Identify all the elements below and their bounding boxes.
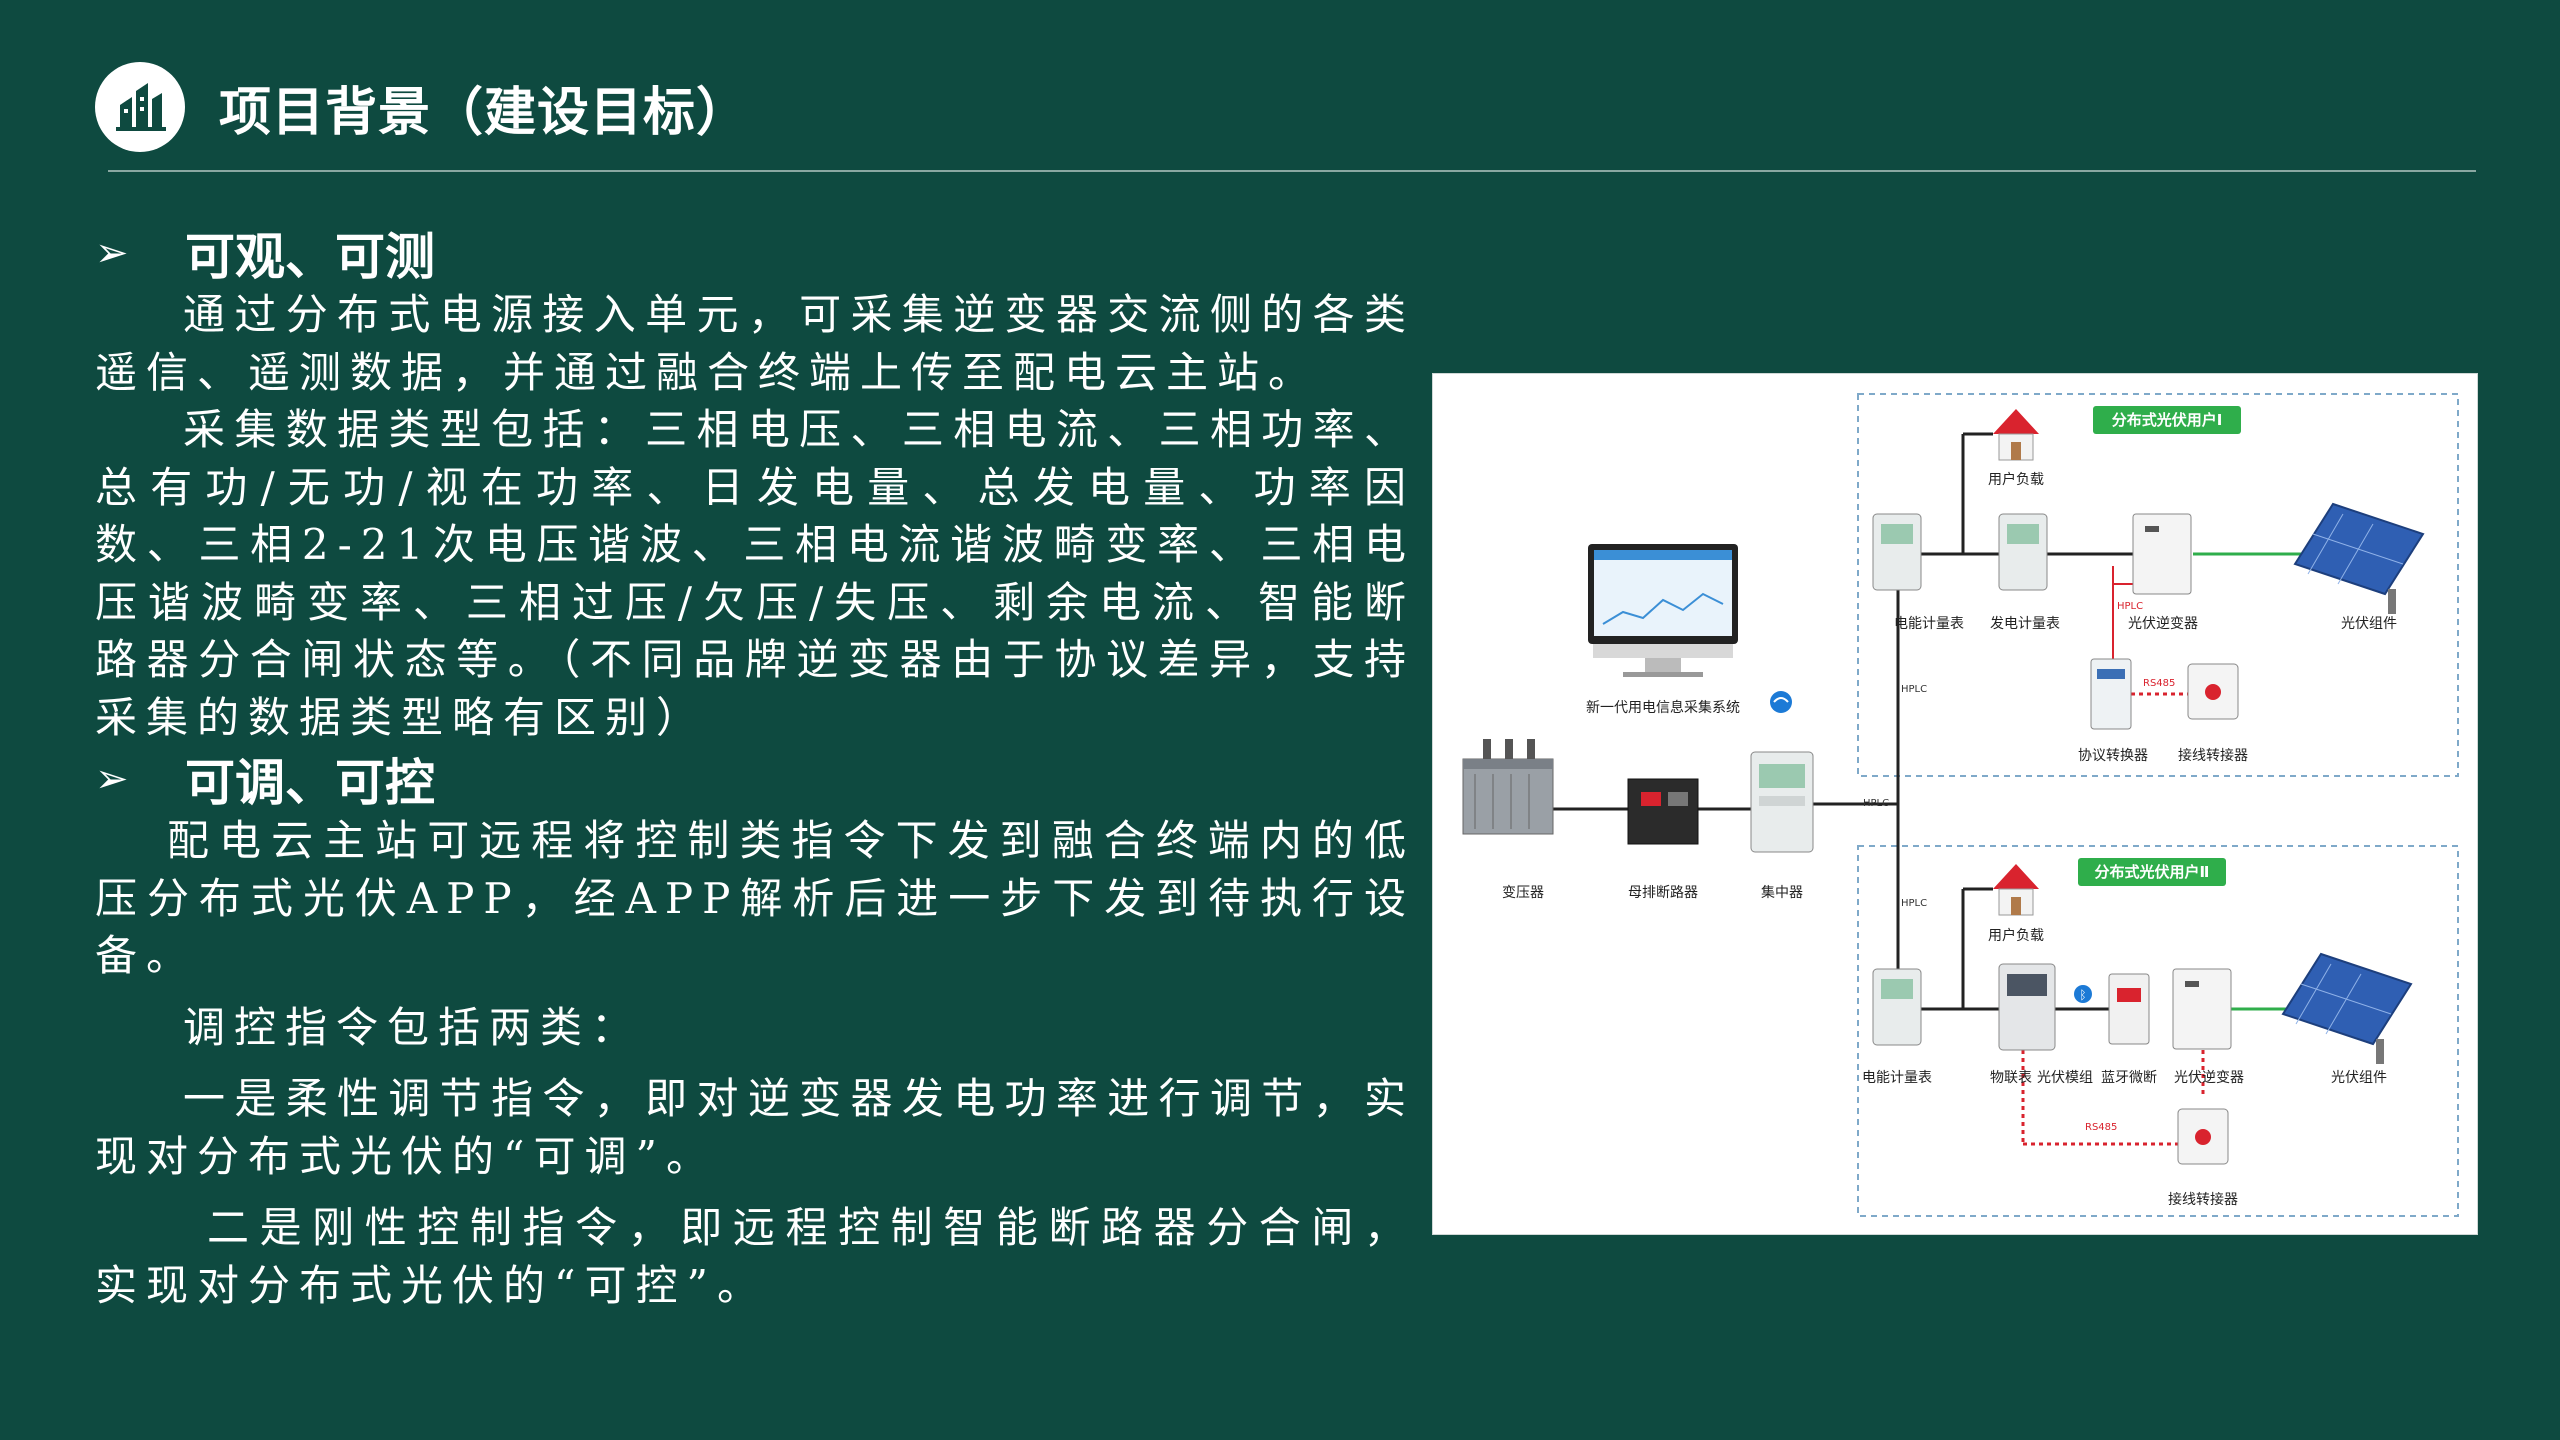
svg-text:光伏模组: 光伏模组 <box>2037 1070 2093 1086</box>
junction-adapter-icon <box>2187 663 2239 720</box>
main-text: ➢ 可观、可测 通过分布式电源接入单元，可采集逆变器交流侧的各类遥信、遥测数据，… <box>95 220 1415 1314</box>
transformer-icon <box>1462 739 1554 835</box>
meter-icon <box>1872 968 1922 1046</box>
svg-text:电能计量表: 电能计量表 <box>1894 616 1964 632</box>
svg-text:光伏组件: 光伏组件 <box>2341 616 2397 632</box>
svg-text:光伏逆变器: 光伏逆变器 <box>2174 1070 2244 1086</box>
svg-text:变压器: 变压器 <box>1502 885 1544 901</box>
paragraph: 二是刚性控制指令，即远程控制智能断路器分合闸，实现对分布式光伏的“可控”。 <box>95 1203 1415 1310</box>
svg-text:集中器: 集中器 <box>1761 884 1803 901</box>
section-heading-label: 可观、可测 <box>185 228 435 286</box>
group-tag-1-label: 分布式光伏用户Ⅰ <box>2112 411 2223 429</box>
group-frame-1 <box>1857 393 2459 777</box>
svg-text:协议转换器: 协议转换器 <box>2078 747 2148 764</box>
paragraph: 配电云主站可远程将控制类指令下发到融合终端内的低压分布式光伏APP，经APP解析… <box>95 816 1415 980</box>
svg-text:接线转接器: 接线转接器 <box>2178 747 2248 764</box>
svg-text:母排断路器: 母排断路器 <box>1628 885 1698 901</box>
svg-text:HPLC: HPLC <box>2117 601 2143 612</box>
group-tag-1 <box>2093 406 2241 434</box>
svg-text:ᛒ: ᛒ <box>2079 988 2086 1002</box>
section-heading-observe: ➢ 可观、可测 <box>95 220 1415 286</box>
svg-text:HPLC: HPLC <box>1901 898 1927 909</box>
meter-icon <box>1872 513 1922 591</box>
svg-text:光伏逆变器: 光伏逆变器 <box>2128 616 2198 632</box>
protocol-converter-icon <box>2090 658 2132 730</box>
bt-breaker-icon <box>2108 973 2150 1045</box>
monitor-icon <box>1588 544 1738 677</box>
breaker-icon <box>1627 778 1699 845</box>
solar-panel-icon <box>2293 502 2425 614</box>
svg-text:物联表: 物联表 <box>1990 1070 2032 1086</box>
inverter-icon <box>2172 968 2232 1050</box>
svg-text:蓝牙微断: 蓝牙微断 <box>2101 1070 2157 1086</box>
arrow-bullet-icon: ➢ <box>95 756 129 802</box>
svg-text:用户负载: 用户负载 <box>1988 927 2044 944</box>
header-divider <box>108 170 2476 172</box>
concentrator-icon <box>1750 751 1814 853</box>
building-chart-icon <box>95 62 185 152</box>
iot-meter-icon <box>1998 963 2056 1051</box>
junction-adapter-icon <box>2177 1108 2229 1165</box>
svg-text:接线转接器: 接线转接器 <box>2168 1191 2238 1208</box>
page-header: 项目背景（建设目标） <box>95 62 749 152</box>
section-heading-control: ➢ 可调、可控 <box>95 746 1415 812</box>
section-heading-label: 可调、可控 <box>185 754 435 812</box>
paragraph: 通过分布式电源接入单元，可采集逆变器交流侧的各类遥信、遥测数据，并通过融合终端上… <box>95 290 1415 397</box>
svg-text:新一代用电信息采集系统: 新一代用电信息采集系统 <box>1586 699 1740 716</box>
group-tag-2-label: 分布式光伏用户Ⅱ <box>2095 863 2210 881</box>
svg-text:电能计量表: 电能计量表 <box>1862 1070 1932 1086</box>
svg-text:RS485: RS485 <box>2143 678 2175 689</box>
svg-text:HPLC: HPLC <box>1863 798 1889 809</box>
bluetooth-icon: ᛒ <box>2074 985 2092 1003</box>
house-icon <box>1993 864 2039 916</box>
group-frame-2 <box>1857 845 2459 1217</box>
svg-text:用户负载: 用户负载 <box>1988 471 2044 488</box>
svg-text:HPLC: HPLC <box>1901 684 1927 695</box>
paragraph: 调控指令包括两类： <box>183 1002 643 1052</box>
inverter-icon <box>2132 513 2192 595</box>
page-title: 项目背景（建设目标） <box>219 82 750 143</box>
paragraph: 采集数据类型包括：三相电压、三相电流、三相功率、总有功/无功/视在功率、日发电量… <box>95 405 1415 742</box>
system-diagram: 分布式光伏用户Ⅰ 分布式光伏用户Ⅱ HPLC HPLC HPLC HPLC RS… <box>1432 373 2478 1235</box>
svg-text:光伏组件: 光伏组件 <box>2331 1070 2387 1086</box>
paragraph: 一是柔性调节指令，即对逆变器发电功率进行调节，实现对分布式光伏的“可调”。 <box>95 1074 1415 1181</box>
house-icon <box>1993 409 2039 461</box>
solar-panel-icon <box>2281 952 2413 1064</box>
svg-text:RS485: RS485 <box>2085 1122 2117 1133</box>
wifi-icon <box>1770 691 1792 713</box>
svg-text:发电计量表: 发电计量表 <box>1990 616 2060 632</box>
meter-icon <box>1998 513 2048 591</box>
arrow-bullet-icon: ➢ <box>95 230 129 276</box>
group-tag-2 <box>2078 858 2226 886</box>
